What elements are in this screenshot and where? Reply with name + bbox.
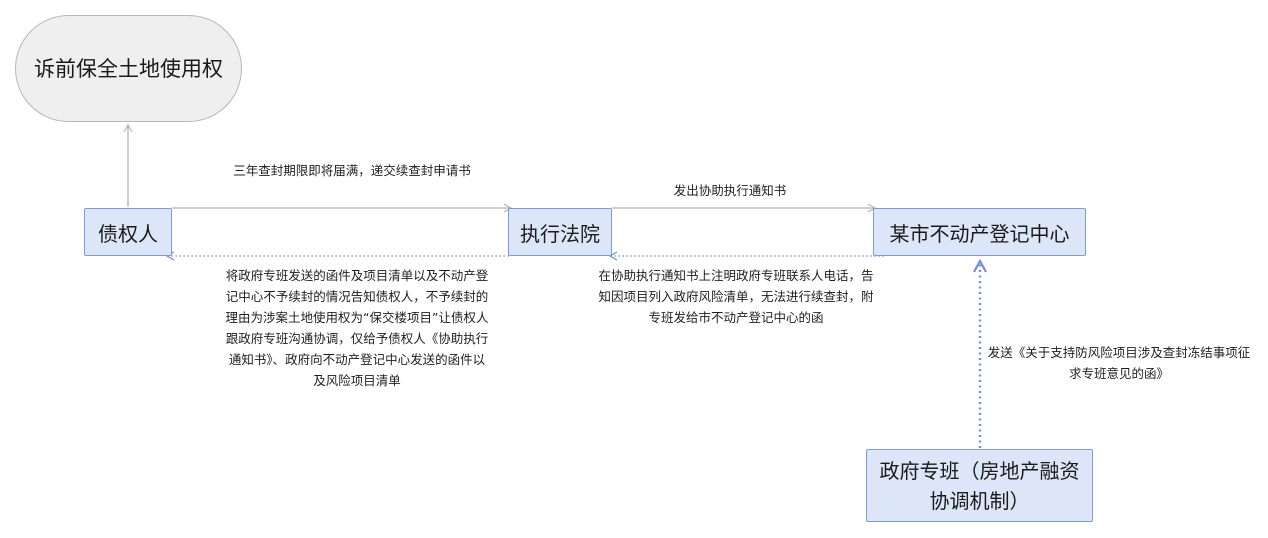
edge-label-creditor-to-court: 三年查封期限即将届满，递交续查封申请书 <box>233 163 471 178</box>
node-top-goal: 诉前保全土地使用权 <box>15 15 242 122</box>
edge-label-court-to-registry: 发出协助执行通知书 <box>673 183 787 198</box>
node-registry-label: 某市不动产登记中心 <box>889 221 1070 246</box>
node-creditor: 债权人 <box>84 208 172 256</box>
node-gov-task-force: 政府专班（房地产融资协调机制） <box>866 449 1093 522</box>
node-top-goal-label: 诉前保全土地使用权 <box>34 56 223 81</box>
node-gov-task-force-label: 政府专班（房地产融资协调机制） <box>879 458 1080 513</box>
node-court: 执行法院 <box>508 208 612 256</box>
node-creditor-label: 债权人 <box>98 221 158 246</box>
edge-label-registry-to-court: 在协助执行通知书上注明政府专班联系人电话，告知因项目列入政府风险清单，无法进行续… <box>598 268 874 325</box>
node-court-label: 执行法院 <box>520 221 600 246</box>
edge-label-gov-to-registry: 发送《关于支持防风险项目涉及查封冻结事项征求专班意见的函》 <box>987 345 1251 381</box>
node-registry: 某市不动产登记中心 <box>873 208 1086 256</box>
edge-label-court-to-creditor: 将政府专班发送的函件及项目清单以及不动产登记中心不予续封的情况告知债权人，不予续… <box>225 268 489 388</box>
